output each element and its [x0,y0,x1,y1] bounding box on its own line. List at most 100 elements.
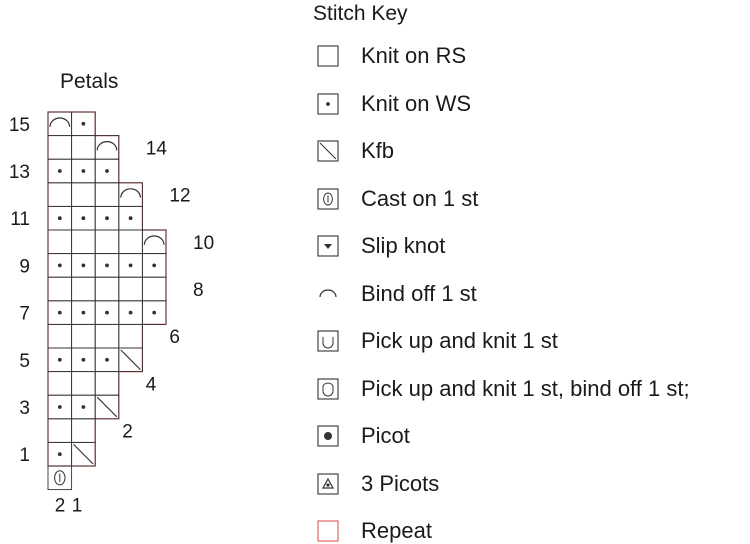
stitch-key-item: Pick up and knit 1 st, bind off 1 st; [313,376,750,402]
key-symbol-box [317,92,339,115]
knit-ws-dot [57,405,62,409]
key-symbol-box [317,425,339,447]
chart-cell [118,229,143,255]
chart-row [47,371,120,396]
chart-cell [71,276,96,302]
bind-off-arc [120,188,141,198]
chart-cell [47,418,73,443]
kfb-slash [73,444,94,465]
knit-ws-dot [128,216,133,221]
bindoff-icon [319,288,337,297]
bind-off-arc [96,141,118,151]
stitch-key-title: Stitch Key [313,2,408,25]
repeat-icon [317,520,339,542]
pick-up-mark [322,337,334,349]
chart-cell [94,229,120,255]
bind-off-arc [143,235,165,245]
knit-ws-dot [105,310,109,315]
chart-cell [141,229,167,255]
three-picots-dot [326,482,330,487]
kfb-slash [96,396,118,418]
knit-ws-dot [326,101,330,106]
knit-ws-dot [81,169,86,173]
chart-title: Petals [60,70,118,93]
row-label-right: 12 [169,186,190,207]
caston-icon [317,187,339,210]
key-symbol-box [317,472,339,495]
kfb-icon [317,140,339,162]
slip-knot-mark [324,244,332,249]
chart-cell [94,323,120,349]
chart-row [47,418,96,443]
knit-ws-dot [57,216,62,221]
kfb-slash [319,142,337,160]
repeat-outline [47,111,167,467]
bind-off-arc [322,382,334,387]
chart-row [47,441,96,467]
chart-cell [71,135,96,160]
chart-cell [47,465,73,491]
stitch-key-label: 3 Picots [361,470,440,496]
knit-ws-dot [105,357,109,362]
chart-row [47,182,143,207]
chart-cell [141,276,167,302]
row-label-left: 7 [19,304,30,325]
bind-off-arc [319,288,337,297]
picot-dot [324,432,332,440]
row-label-left: 5 [19,351,30,372]
chart-cell [71,371,96,396]
pick-up-mark [322,386,334,396]
stitch-key-item: Cast on 1 st [313,186,750,212]
row-label-right: 4 [146,374,157,395]
chart-row [47,300,167,325]
chart-row [47,205,143,231]
knit-ws-dot [81,121,86,126]
chart-cell [47,111,73,137]
knit-ws-dot [57,169,62,173]
stitch-key-item: Bind off 1 st [313,281,750,307]
stitch-key-label: Knit on RS [361,43,467,68]
slipknot-icon [317,235,339,257]
key-symbol-box [317,520,339,542]
chart-cell [47,135,73,160]
stitch-key-item: Kfb [313,138,750,164]
chart-cell [47,276,73,302]
knit-ws-dot [81,310,86,315]
chart-row [47,158,120,184]
chart-row [47,111,96,137]
knit-ws-dot [57,310,62,315]
chart-cell [47,229,73,255]
knit-ws-dot [81,405,86,409]
knit-ws-dot [81,216,86,221]
key-symbol-box [317,140,339,162]
key-symbol-box [317,377,339,400]
stitch-key-label: Repeat [361,518,432,543]
knit-ws-dot [105,169,109,173]
row-label-right: 14 [146,138,168,159]
stitch-number-label: 2 [55,496,66,517]
repeat-outline-layer [47,111,167,467]
stitch-key-item: Repeat [313,518,750,544]
chart-row [47,276,167,302]
stitch-key-label: Picot [361,423,410,448]
stitch-key-item: Slip knot [313,233,750,259]
chart-row [47,229,167,255]
knit-ws-dot [81,357,86,362]
chart-cell [47,323,73,349]
row-label-right: 8 [193,280,204,301]
picot-icon [317,425,339,447]
stitch-key-label: Slip knot [361,233,446,258]
stitch-key-label: Bind off 1 st [361,280,477,306]
chart-row [47,347,143,373]
row-label-left: 15 [9,115,30,136]
stitch-key-label: Knit on WS [361,90,472,116]
row-label-left: 9 [19,256,30,277]
bind-off-arc [49,117,71,127]
picot3-icon [317,472,339,495]
knit-icon [317,45,339,67]
stitch-key-label: Kfb [361,138,395,163]
stitch-key-item: Knit on WS [313,91,750,117]
chart-cell [71,111,96,137]
